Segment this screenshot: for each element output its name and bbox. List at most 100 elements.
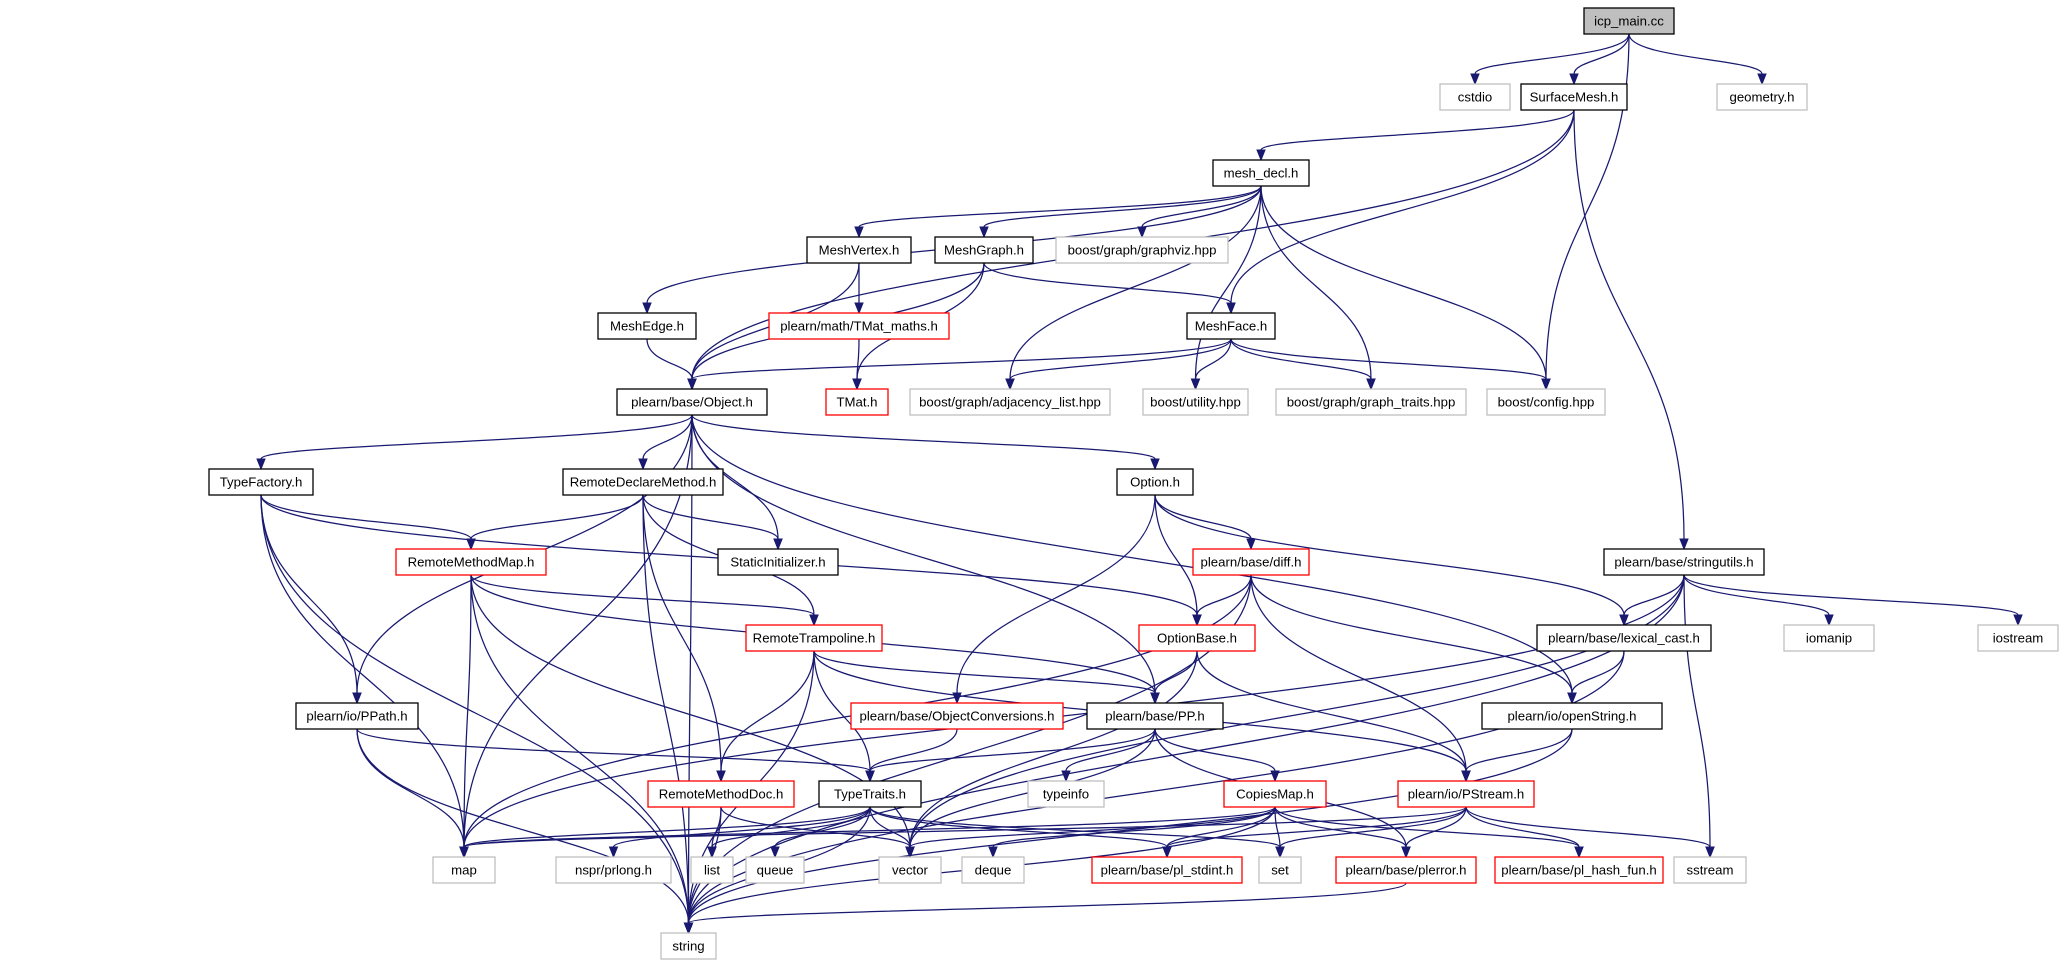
edge-line bbox=[1628, 33, 1763, 75]
node-label: sstream bbox=[1687, 863, 1734, 878]
node-label: RemoteTrampoline.h bbox=[753, 631, 876, 646]
node-label: plearn/base/pl_hash_fun.h bbox=[1501, 863, 1656, 878]
node-box bbox=[432, 856, 496, 884]
edge-arrowhead bbox=[1619, 614, 1629, 627]
node-label: boost/graph/graph_traits.hpp bbox=[1287, 395, 1456, 410]
edge-line bbox=[260, 494, 690, 924]
edge-arrowhead bbox=[642, 302, 652, 315]
edge-arrowhead bbox=[716, 770, 726, 783]
node-box bbox=[909, 388, 1111, 416]
edge-line bbox=[642, 494, 690, 924]
node-label: SurfaceMesh.h bbox=[1530, 90, 1619, 105]
node-label: typeinfo bbox=[1043, 787, 1089, 802]
edge-arrowhead bbox=[707, 846, 717, 859]
node-remotetrampoline[interactable]: RemoteTrampoline.h bbox=[745, 624, 883, 652]
edge-line bbox=[711, 806, 871, 848]
node-mesh_decl[interactable]: mesh_decl.h bbox=[1212, 159, 1310, 187]
edge-line bbox=[356, 728, 465, 848]
node-option[interactable]: Option.h bbox=[1116, 468, 1194, 496]
node-objconv[interactable]: plearn/base/ObjectConversions.h bbox=[850, 702, 1064, 730]
node-plerror[interactable]: plearn/base/plerror.h bbox=[1335, 856, 1477, 884]
node-surfacemesh[interactable]: SurfaceMesh.h bbox=[1520, 83, 1628, 111]
node-label: plearn/base/ObjectConversions.h bbox=[860, 709, 1055, 724]
edge-line bbox=[1465, 806, 1580, 848]
edge-mesh_decl-to-meshvertex bbox=[854, 185, 1262, 239]
node-box bbox=[690, 856, 734, 884]
node-stringutils[interactable]: plearn/base/stringutils.h bbox=[1603, 548, 1765, 576]
edge-arrowhead bbox=[1150, 692, 1160, 705]
node-meshedge[interactable]: MeshEdge.h bbox=[597, 312, 697, 340]
node-ppath[interactable]: plearn/io/PPath.h bbox=[295, 702, 419, 730]
node-staticinit[interactable]: StaticInitializer.h bbox=[717, 548, 839, 576]
node-remotemethodmap[interactable]: RemoteMethodMap.h bbox=[395, 548, 547, 576]
edge-meshface-to-object bbox=[687, 338, 1232, 391]
node-openstring[interactable]: plearn/io/openString.h bbox=[1481, 702, 1663, 730]
edge-arrowhead bbox=[1470, 73, 1480, 86]
node-remotedeclare[interactable]: RemoteDeclareMethod.h bbox=[562, 468, 724, 496]
node-box bbox=[1397, 780, 1535, 808]
edge-line bbox=[909, 650, 1198, 848]
edge-meshface-to-adjlist bbox=[1005, 338, 1232, 391]
node-box bbox=[1494, 856, 1664, 884]
node-object[interactable]: plearn/base/Object.h bbox=[616, 388, 768, 416]
edge-arrowhead bbox=[256, 458, 266, 471]
edge-pstream-to-plstdint bbox=[1162, 806, 1467, 859]
edge-arrowhead bbox=[1461, 770, 1471, 783]
node-label: boost/graph/graphviz.hpp bbox=[1068, 243, 1217, 258]
node-graphtraits: boost/graph/graph_traits.hpp bbox=[1275, 388, 1467, 416]
edge-line bbox=[956, 494, 1156, 694]
node-pp[interactable]: plearn/base/PP.h bbox=[1086, 702, 1224, 730]
node-meshface[interactable]: MeshFace.h bbox=[1186, 312, 1276, 340]
node-plstdint[interactable]: plearn/base/pl_stdint.h bbox=[1091, 856, 1243, 884]
edge-arrowhead bbox=[1190, 378, 1201, 391]
edge-line bbox=[720, 806, 911, 848]
edge-arrowhead bbox=[988, 846, 998, 859]
node-label: plearn/io/PPath.h bbox=[306, 709, 407, 724]
edge-line bbox=[1009, 185, 1262, 380]
node-pstream[interactable]: plearn/io/PStream.h bbox=[1397, 780, 1535, 808]
edge-line bbox=[356, 728, 690, 924]
node-tmat_maths[interactable]: plearn/math/TMat_maths.h bbox=[768, 312, 950, 340]
node-lexicalcast[interactable]: plearn/base/lexical_cast.h bbox=[1536, 624, 1712, 652]
node-diff[interactable]: plearn/base/diff.h bbox=[1192, 548, 1310, 576]
node-queue: queue bbox=[745, 856, 805, 884]
node-plhash[interactable]: plearn/base/pl_hash_fun.h bbox=[1494, 856, 1664, 884]
edge-line bbox=[642, 494, 722, 772]
edge-surfacemesh-to-meshface bbox=[1226, 109, 1575, 315]
edge-line bbox=[1474, 33, 1630, 75]
node-iomanip: iomanip bbox=[1783, 624, 1875, 652]
edge-line bbox=[470, 494, 644, 540]
node-box bbox=[562, 468, 724, 496]
edge-object-to-remotedeclare bbox=[638, 414, 693, 471]
node-remotemethoddoc[interactable]: RemoteMethodDoc.h bbox=[647, 780, 795, 808]
node-label: MeshFace.h bbox=[1195, 319, 1268, 334]
node-label: StaticInitializer.h bbox=[730, 555, 825, 570]
node-meshgraph[interactable]: MeshGraph.h bbox=[934, 236, 1034, 264]
edge-openstring-to-pstream bbox=[1461, 728, 1573, 783]
edge-object-to-option bbox=[691, 414, 1160, 471]
edge-line bbox=[691, 414, 1156, 460]
edge-line bbox=[1009, 338, 1232, 380]
edge-arrowhead bbox=[1757, 73, 1767, 86]
node-label: boost/utility.hpp bbox=[1150, 395, 1241, 410]
node-tmat[interactable]: TMat.h bbox=[825, 388, 889, 416]
node-optionbase[interactable]: OptionBase.h bbox=[1138, 624, 1256, 652]
node-label: plearn/math/TMat_maths.h bbox=[780, 319, 938, 334]
edge-arrowhead bbox=[1574, 846, 1584, 859]
node-typefactory[interactable]: TypeFactory.h bbox=[208, 468, 314, 496]
node-label: nspr/prlong.h bbox=[575, 863, 652, 878]
node-typetraits[interactable]: TypeTraits.h bbox=[818, 780, 922, 808]
node-copiesmap[interactable]: CopiesMap.h bbox=[1223, 780, 1327, 808]
node-meshvertex[interactable]: MeshVertex.h bbox=[806, 236, 912, 264]
edge-line bbox=[646, 338, 693, 380]
node-box bbox=[1603, 548, 1765, 576]
node-iostream: iostream bbox=[1977, 624, 2059, 652]
edge-meshgraph-to-meshface bbox=[983, 262, 1236, 315]
edge-arrowhead bbox=[1824, 614, 1834, 627]
node-label: RemoteDeclareMethod.h bbox=[570, 475, 717, 490]
node-box bbox=[717, 548, 839, 576]
edge-remotedeclare-to-staticinit bbox=[642, 494, 783, 551]
edge-line bbox=[774, 806, 871, 848]
edge-arrowhead bbox=[1137, 226, 1147, 239]
